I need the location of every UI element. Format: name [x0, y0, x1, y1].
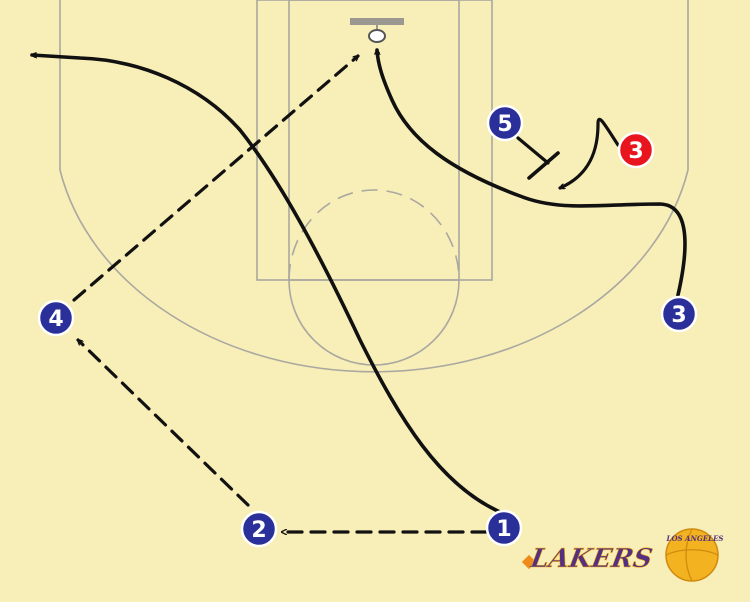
lane-inner: [288, 0, 460, 281]
player-3-offense-marker: [660, 295, 698, 333]
screen-path-5: [516, 136, 550, 165]
cut-path-3: [377, 48, 687, 297]
defender-3-label: 3: [628, 139, 643, 164]
player-2[interactable]: 2: [240, 510, 278, 548]
player-4-marker: [37, 299, 75, 337]
player-1-marker: [485, 509, 523, 547]
player-5[interactable]: 5: [486, 104, 524, 142]
pass-path-2-to-4: [78, 340, 250, 507]
logo-small-text: LOS ANGELES: [666, 534, 724, 543]
defender-3[interactable]: 3: [617, 131, 655, 169]
play-paths: [30, 48, 687, 532]
logo-ball-seam-v: [685, 528, 693, 582]
player-2-marker: [240, 510, 278, 548]
player-1[interactable]: 1: [485, 509, 523, 547]
ball-icon: [521, 554, 537, 570]
defender-path-3: [560, 117, 620, 190]
player-4-label: 4: [48, 307, 63, 332]
player-3-offense[interactable]: 3: [660, 295, 698, 333]
player-1-label: 1: [496, 517, 511, 542]
free-throw-circle-top: [288, 189, 460, 281]
player-4[interactable]: 4: [37, 299, 75, 337]
logo-word: LAKERS: [527, 543, 655, 574]
cut-path-1: [30, 55, 502, 514]
screen-bar-5: [527, 151, 560, 180]
player-5-label: 5: [497, 112, 512, 137]
basket: [350, 18, 404, 43]
player-2-label: 2: [251, 518, 266, 543]
backboard: [350, 18, 404, 25]
pass-path-4-to-basket: [72, 54, 358, 302]
rim: [368, 29, 386, 43]
defender-3-marker: [617, 131, 655, 169]
player-5-marker: [486, 104, 524, 142]
player-3-offense-label: 3: [671, 303, 686, 328]
lakers-logo-icon: LOS ANGELES LAKERS: [527, 528, 724, 582]
logo-ball-seam-h: [665, 549, 719, 556]
